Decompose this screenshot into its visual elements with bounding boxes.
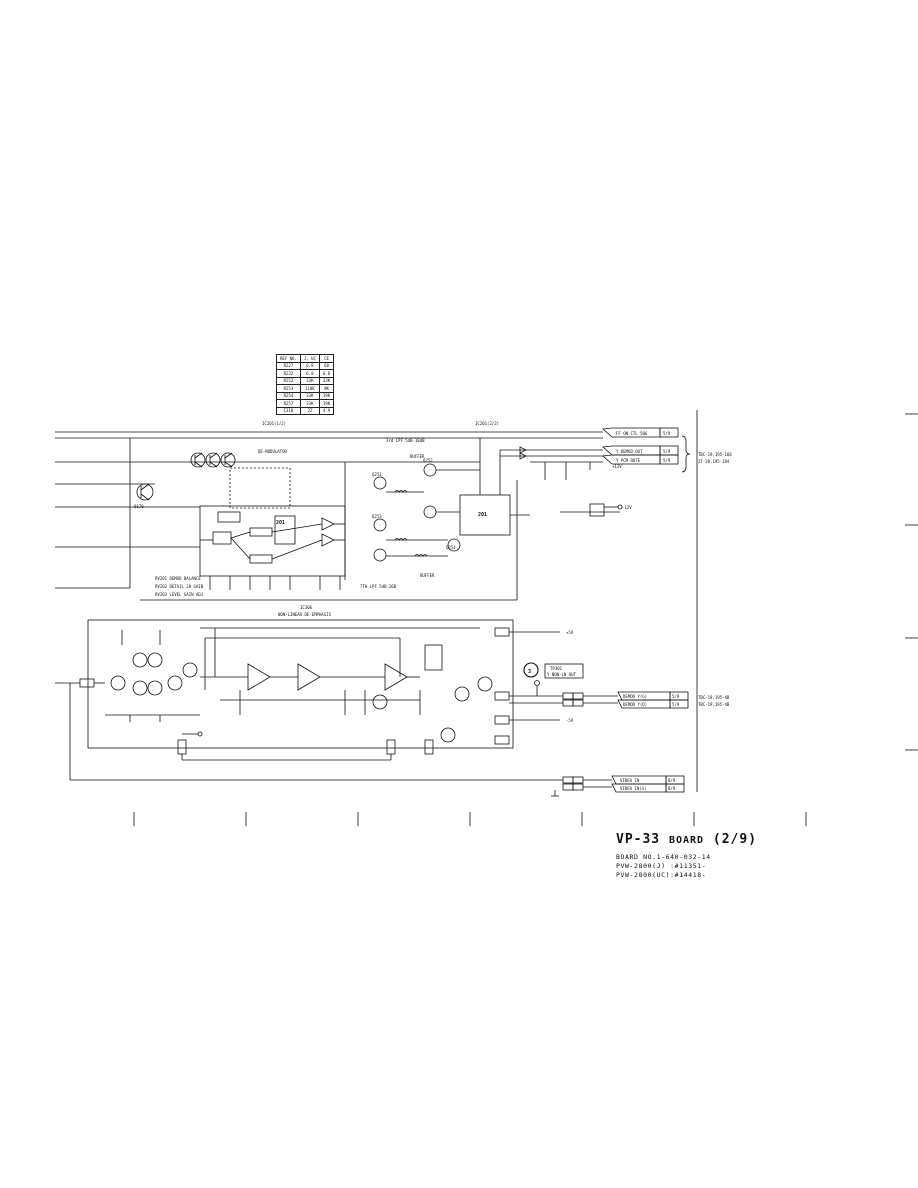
supply-minus5: -5V (566, 718, 574, 723)
video-in-g-label: VIDEO IN(G) (620, 786, 647, 791)
transistor-q252: Q252 (423, 458, 433, 463)
board-model: VP-33 (616, 832, 661, 847)
board-serial-uc: PVW-2800(UC):#14418- (616, 871, 707, 879)
board-serial-j: PVW-2800(J) :#11351- (616, 862, 707, 870)
transistor-q170: Q170 (134, 504, 144, 509)
board-word: BOARD (668, 835, 705, 846)
ref-table-cell: R254 (276, 391, 301, 400)
ref-table-cell: R227 (276, 361, 301, 370)
video-in-g-ref: 8/9 (668, 786, 676, 791)
video-in-ref: 8/9 (668, 778, 676, 783)
ic-number-2: 201 (478, 512, 487, 518)
ref-table-cell: 22 (299, 406, 320, 415)
ic-demod-label: IC201(1/2) (262, 421, 286, 426)
ref-table-cell: R257 (276, 399, 301, 408)
board-info: BOARD NO.1-640-032-14 PVW-2800(J) :#1135… (616, 853, 711, 880)
output-y-pcm-ref: 5/9 (663, 458, 671, 463)
ic-buf-label: IC201(2/2) (475, 421, 499, 426)
lower-output-demod-d-ref: 5/9 (672, 702, 680, 707)
adjust-demod-balance: RV201 DEMOD BALANCE (155, 576, 201, 581)
ref-table-cell: 6.8 (299, 361, 320, 370)
ref-table-cell: R232 (276, 369, 301, 378)
board-title: VP-33 BOARD (2/9) (616, 832, 757, 847)
deemph-label: NON-LINEAR DE-EMPHASIS (278, 612, 332, 617)
transistor-q254: Q254 (446, 545, 456, 550)
board-page: (2/9) (712, 832, 758, 847)
output-y-demod-ref: 5/9 (663, 449, 671, 454)
output-ff-ref: 5/9 (663, 431, 671, 436)
lpf-bot-label: 7TH LPF 5dB-26B (360, 584, 397, 589)
transistor-q251: Q251 (372, 472, 382, 477)
lower-output-demod-g-ref: 5/9 (672, 694, 680, 699)
ref-table-cell: 6.8 (299, 369, 320, 378)
video-in-label: VIDEO IN (620, 778, 640, 783)
board-number: BOARD NO.1-640-032-14 (616, 853, 711, 861)
output-y-demod: Y DEMOD OUT (616, 449, 643, 454)
ref-table-cell: R252 (276, 376, 301, 385)
lower-output-demod-d: DEMOD Y(D) (623, 702, 647, 707)
bus-label-1: TBC-19,195-168 (698, 452, 732, 457)
ref-table-cell: 33K (318, 376, 335, 385)
buffer-label: BUFFER (410, 454, 425, 459)
testpoint-sub: Y NON-LN OUT (547, 672, 576, 677)
testpoint-label: TP301 (550, 666, 563, 671)
demod-label: DE-MODULATOR (258, 449, 287, 454)
ref-table-cell: 39K (318, 391, 335, 400)
ref-table-cell: 33K (299, 391, 320, 400)
ref-table-cell: 4.9 (318, 406, 335, 415)
ref-table-cell: 6.8 (318, 369, 335, 378)
adjust-level-gain: RV203 LEVEL GAIN ADJ (155, 592, 203, 597)
ic-deemph-label: IC306 (300, 605, 313, 610)
ref-header-2: J, UC (299, 354, 320, 363)
supply-plus5: +5V (566, 630, 574, 635)
ref-table-cell: C318 (276, 406, 301, 415)
adjust-detail-gain: RV202 DETAIL 2H GAIN (155, 584, 204, 589)
lower-output-demod-g: DEMOD Y(G) (623, 694, 647, 699)
supply-minus12: -12V (622, 505, 632, 510)
ref-table-cell: 33K (299, 399, 320, 408)
ref-header-3: CE (318, 354, 335, 363)
bus-label-2: 2T-20,195-194 (698, 459, 730, 464)
transistor-q253: Q253 (372, 514, 382, 519)
ref-table-cell: 9K (318, 384, 335, 393)
ref-table-cell: R253 (276, 384, 301, 393)
ic-number-1: 201 (276, 520, 285, 526)
ref-header-1: REF NO. (276, 354, 301, 363)
ref-table-cell: 68 (318, 361, 335, 370)
ref-table-cell: 33K (299, 376, 320, 385)
ref-table-cell: 39K (318, 399, 335, 408)
testpoint-number: 3 (528, 669, 531, 675)
lower-bus-2: TBC-19,195-4B (698, 702, 730, 707)
output-y-pcm: Y PCM ROTE (616, 458, 641, 463)
lower-bus-1: TBC-19,195-4B (698, 695, 730, 700)
ref-table-cell: 110K (299, 384, 320, 393)
lpf-top-label: 3rd LPF 5dB-18dB (386, 438, 425, 443)
supply-plus12: +12V (612, 464, 622, 469)
output-ff-on-ctl: FF ON CTL 506 (616, 431, 648, 436)
buffer2-label: BUFFER (420, 573, 435, 578)
